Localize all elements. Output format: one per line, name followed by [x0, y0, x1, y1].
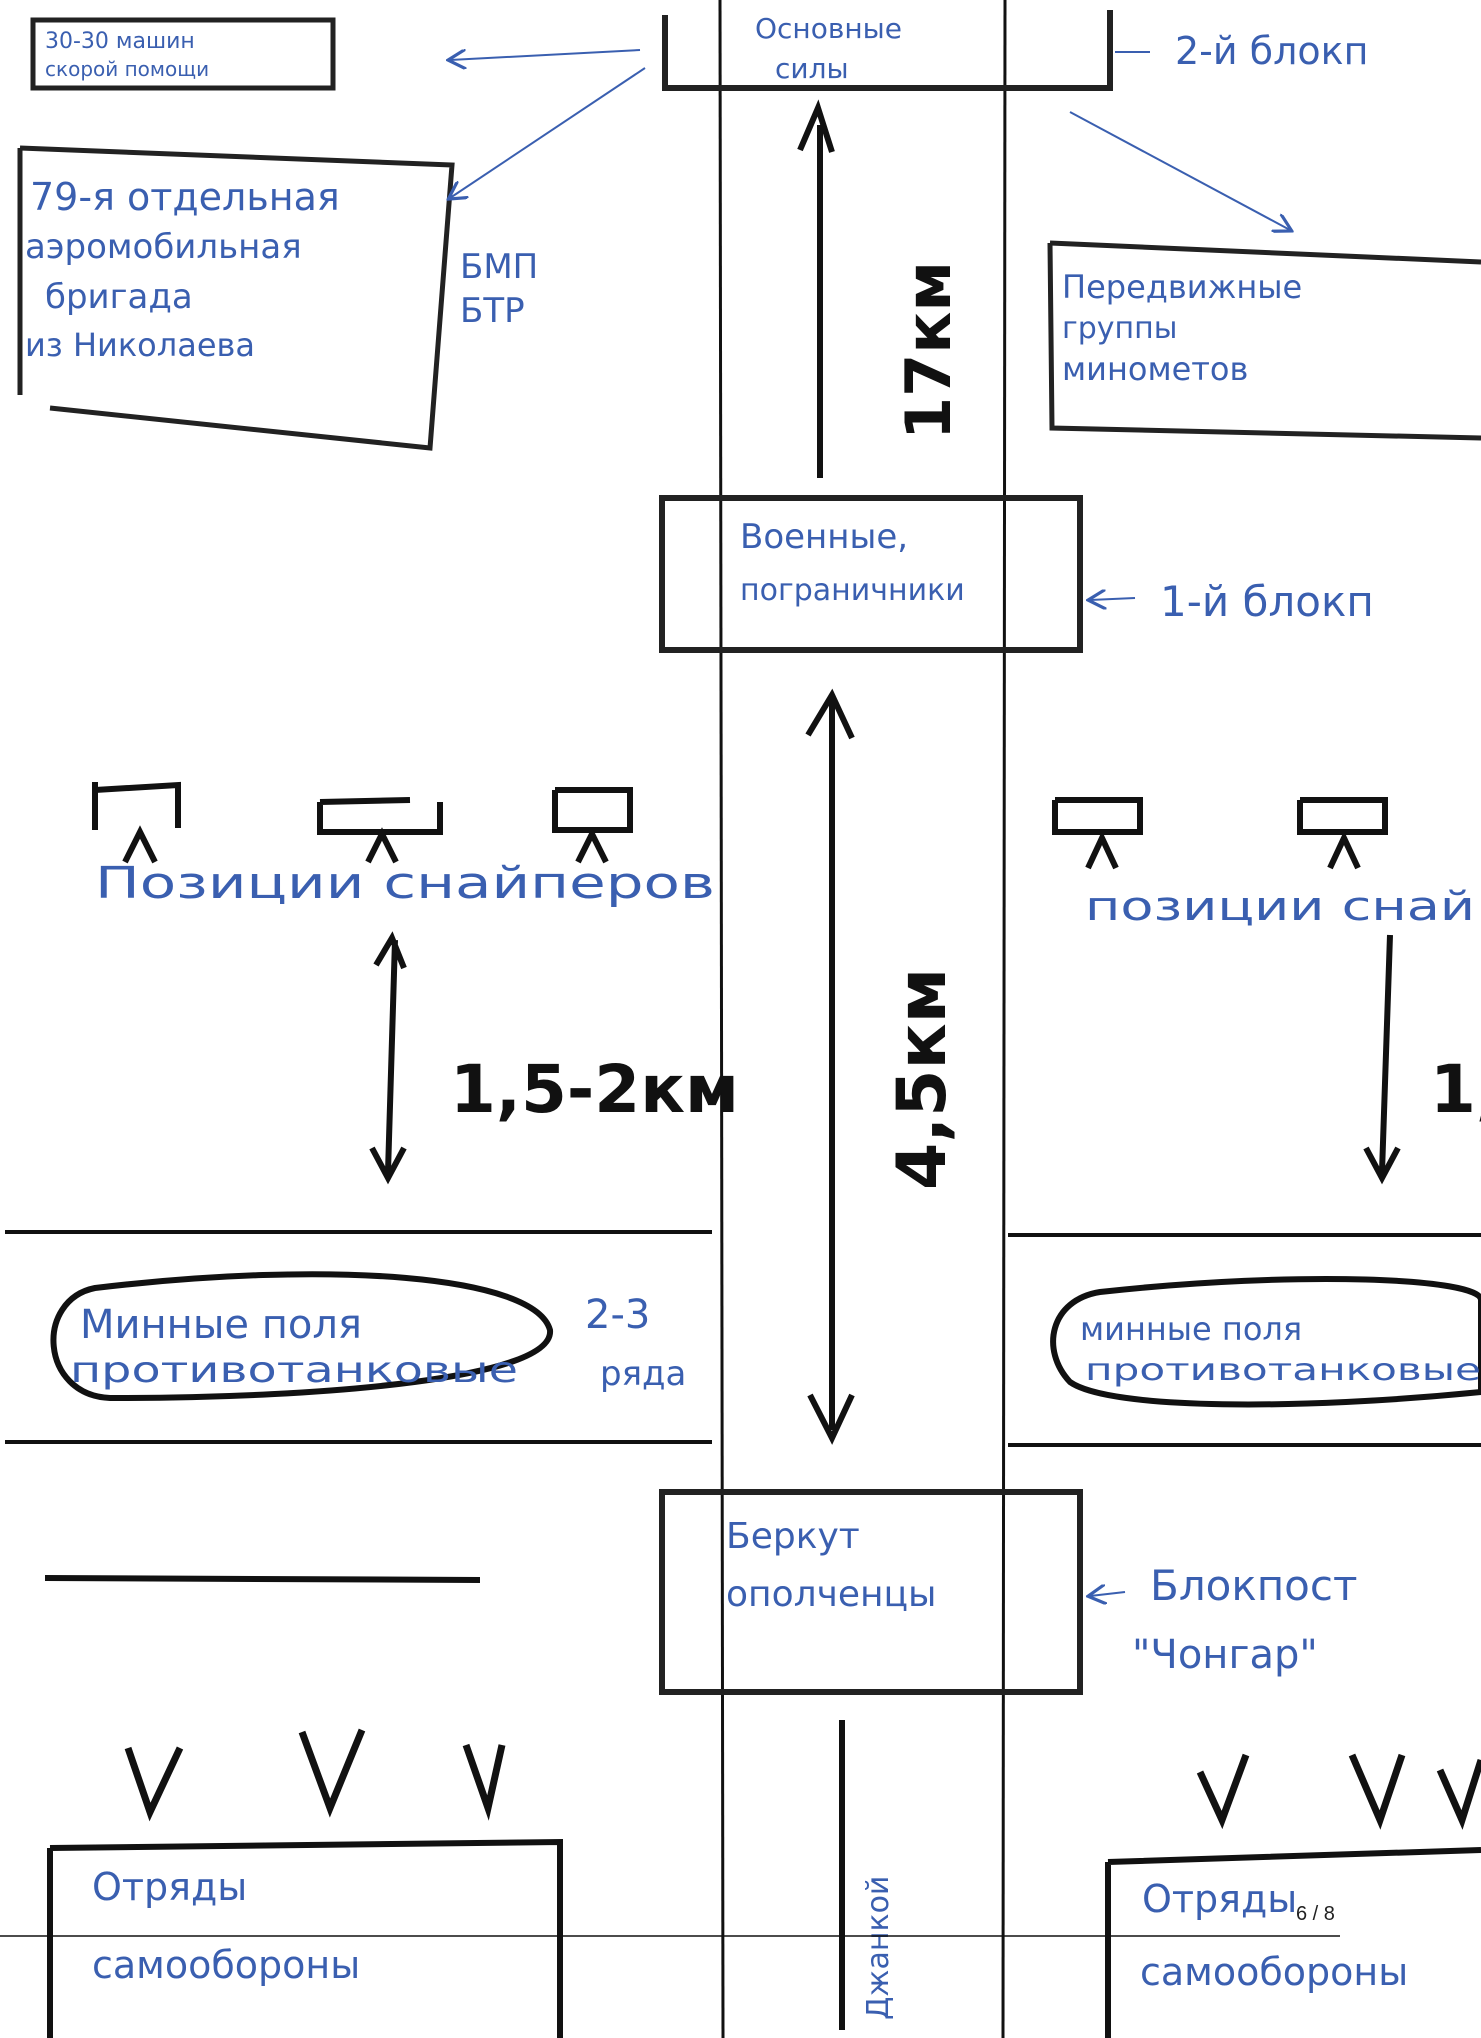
sniper-symbol-3 — [552, 787, 633, 864]
minefield-left-oval — [50, 1271, 553, 1402]
divider-left — [44, 1575, 481, 1583]
ambulance-arrow — [450, 49, 641, 60]
minefield-right-label-2: противотанковые — [1085, 1353, 1481, 1388]
minefield-lines — [5, 1230, 1481, 1447]
brigade-label-1: 79-я отдельная — [30, 175, 340, 219]
berkut-label-2: ополченцы — [726, 1574, 936, 1615]
distance-left-arrow — [369, 931, 407, 1185]
selfdef-left-label-2: самообороны — [92, 1943, 360, 1987]
ambulance-box — [30, 17, 336, 91]
block1-label: 1-й блокп — [1160, 577, 1374, 626]
main-forces-box — [662, 10, 1113, 91]
rows-label-1: 2-3 — [585, 1292, 650, 1338]
distance-left-label: 1,5-2км — [450, 1051, 739, 1128]
block1-pointer — [1090, 598, 1136, 600]
chongar-label-2: "Чонгар" — [1132, 1632, 1318, 1678]
snipers-left-label: Позиции снайперов — [95, 858, 715, 909]
minefield-left-label-2: противотанковые — [70, 1350, 518, 1391]
sniper-positions — [92, 781, 1388, 870]
sniper-symbol-2 — [317, 797, 443, 864]
dzhankoy-label: Джанкой — [861, 1876, 896, 2020]
page-number: 6 / 8 — [1296, 1903, 1335, 1925]
chongar-label-1: Блокпост — [1150, 1561, 1357, 1610]
selfdef-left-box — [47, 1838, 563, 2038]
brigade-label-3: бригада — [45, 277, 193, 317]
mortars-label-2: группы — [1062, 311, 1177, 346]
ambulance-label-2: скорой помощи — [45, 57, 209, 81]
selfdef-left-label-1: Отряды — [92, 1865, 247, 1909]
distance-45-arrow — [805, 688, 855, 1445]
military-label-2: пограничники — [740, 573, 965, 608]
brigade-box — [17, 145, 455, 451]
berkut-box — [659, 1489, 1083, 1695]
minefield-right-oval — [1050, 1275, 1481, 1408]
sniper-symbol-5 — [1297, 797, 1388, 870]
sniper-symbol-4 — [1052, 797, 1143, 870]
ambulance-label-1: 30-30 машин — [45, 29, 195, 54]
btr-label: БТР — [460, 291, 525, 331]
minefield-left-label-1: Минные поля — [80, 1302, 362, 1348]
mortars-box — [1047, 240, 1481, 441]
mortars-label-3: минометов — [1062, 350, 1248, 388]
chongar-pointer — [1090, 1592, 1126, 1596]
road — [718, 0, 1007, 2038]
bmp-label: БМП — [460, 247, 538, 287]
military-label-1: Военные, — [740, 517, 908, 557]
selfdef-right-label-1: Отряды — [1142, 1877, 1297, 1921]
mortars-arrow — [1069, 111, 1290, 230]
main-forces-label-1: Основные — [755, 12, 902, 45]
selfdef-right-box — [1105, 1847, 1481, 2038]
brigade-label-4: из Николаева — [25, 326, 255, 364]
sniper-symbol-1 — [92, 781, 181, 864]
berkut-label-1: Беркут — [726, 1516, 860, 1557]
military-box — [659, 495, 1083, 653]
distance-right-label: 1, — [1430, 1051, 1481, 1128]
distance-17-label: 17км — [892, 261, 965, 440]
selfdef-checks — [124, 1728, 1481, 1830]
brigade-label-2: аэромобильная — [25, 227, 302, 267]
distance-45-label: 4,5км — [883, 968, 962, 1190]
mortars-label-1: Передвижные — [1062, 268, 1302, 306]
rows-label-2: ряда — [600, 1354, 686, 1394]
brigade-arrow — [450, 67, 646, 198]
main-forces-label-2: силы — [775, 52, 849, 85]
distance-right-arrow — [1363, 934, 1401, 1185]
block2-label: 2-й блокп — [1175, 29, 1368, 73]
snipers-right-label: позиции снай — [1085, 884, 1475, 930]
distance-17-arrow — [797, 99, 835, 478]
selfdef-right-label-2: самообороны — [1140, 1950, 1408, 1994]
minefield-right-label-1: минные поля — [1080, 1310, 1302, 1348]
